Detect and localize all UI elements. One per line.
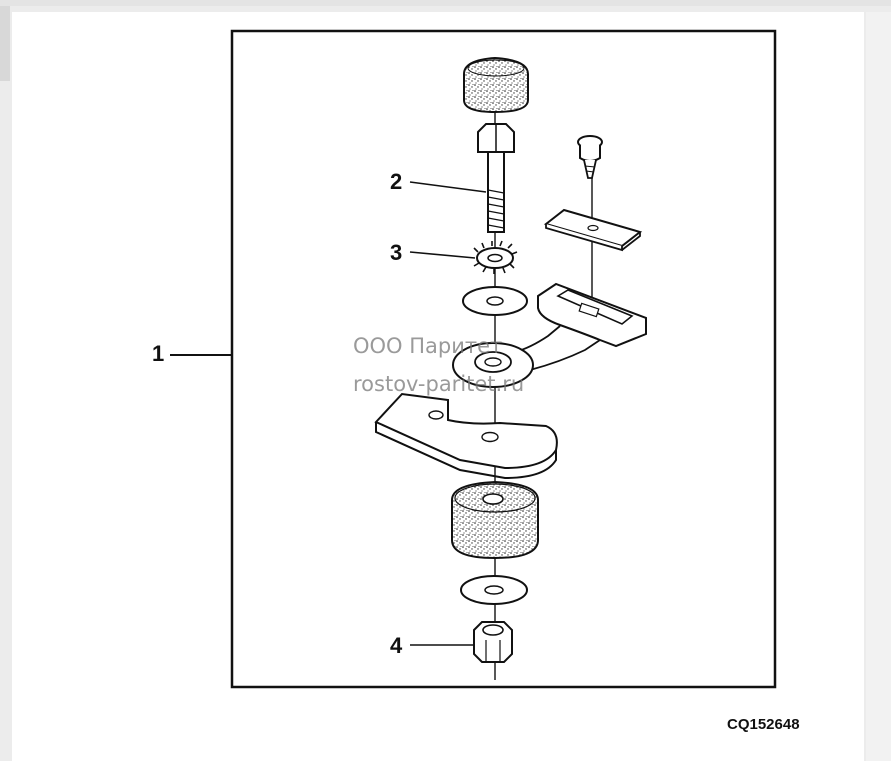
mounting-bracket xyxy=(374,392,558,480)
leader-line-3 xyxy=(409,251,476,259)
lock-nut xyxy=(473,621,513,663)
callout-4: 4 xyxy=(390,633,403,658)
rubber-bushing xyxy=(451,480,539,560)
left-strip xyxy=(0,6,10,81)
callout-3: 3 xyxy=(390,240,403,265)
leader-line-2 xyxy=(409,181,487,193)
mount-eye xyxy=(452,342,534,388)
figure-code: CQ152648 xyxy=(727,716,800,733)
watermark-company: ООО Паритет xyxy=(353,334,503,358)
right-scroll-strip xyxy=(866,12,891,761)
slotted-bracket xyxy=(514,282,647,371)
parts-frame xyxy=(230,29,777,689)
small-screw xyxy=(577,135,603,179)
rubber-cap-top xyxy=(463,56,529,114)
watermark-url: rostov-paritet.ru xyxy=(353,372,525,396)
retaining-plate xyxy=(543,208,643,252)
flat-washer-lower xyxy=(460,575,528,605)
top-bar xyxy=(0,0,891,6)
diagram-sheet xyxy=(12,12,864,761)
flat-washer-upper xyxy=(462,286,528,316)
callout-1: 1 xyxy=(152,341,165,366)
callout-2: 2 xyxy=(390,169,403,194)
lock-washer xyxy=(473,240,518,274)
bolt xyxy=(477,123,515,233)
